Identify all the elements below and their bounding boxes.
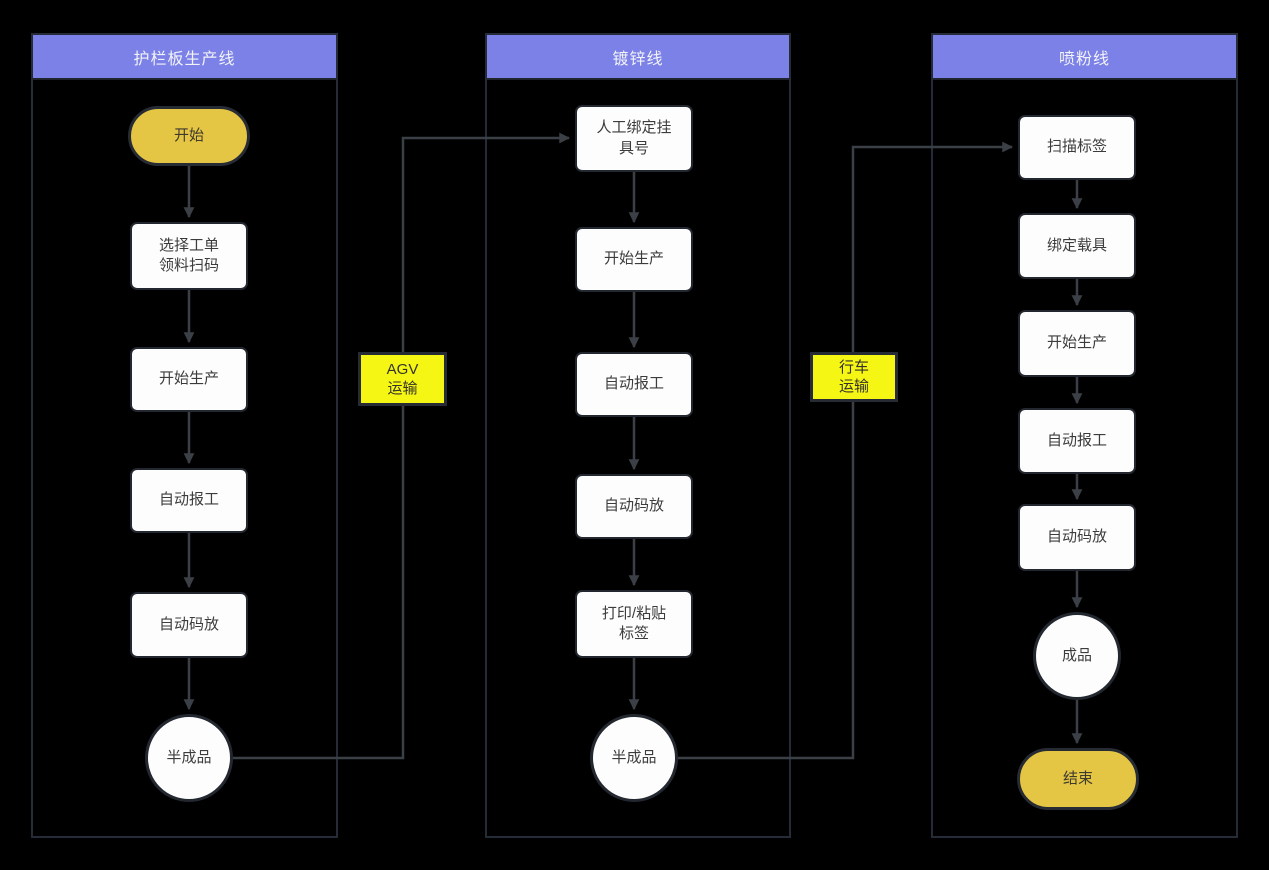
label-crane-transport[interactable]: 行车 运输 (810, 352, 898, 402)
node-start[interactable]: 开始 (128, 106, 250, 166)
node-select-workorder-scan[interactable]: 选择工单 领料扫码 (130, 222, 248, 290)
node-l2-bind-hanger[interactable]: 人工绑定挂 具号 (575, 105, 693, 172)
node-l1-auto-stack[interactable]: 自动码放 (130, 592, 248, 658)
node-l1-semifinished[interactable]: 半成品 (145, 714, 233, 802)
node-l3-auto-report[interactable]: 自动报工 (1018, 408, 1136, 474)
lane-header-powder-coating[interactable]: 喷粉线 (933, 35, 1236, 80)
node-end[interactable]: 结束 (1017, 748, 1139, 810)
lane-guardrail-production: 护栏板生产线 (31, 33, 338, 838)
label-agv-transport[interactable]: AGV 运输 (358, 352, 447, 406)
node-l3-auto-stack[interactable]: 自动码放 (1018, 504, 1136, 571)
node-l1-auto-report[interactable]: 自动报工 (130, 468, 248, 533)
lane-galvanizing: 镀锌线 (485, 33, 791, 838)
node-l2-auto-stack[interactable]: 自动码放 (575, 474, 693, 539)
node-l2-auto-report[interactable]: 自动报工 (575, 352, 693, 417)
lane-header-galvanizing[interactable]: 镀锌线 (487, 35, 789, 80)
node-l3-finished-product[interactable]: 成品 (1033, 612, 1121, 700)
node-l1-start-production[interactable]: 开始生产 (130, 347, 248, 412)
lane-header-guardrail-production[interactable]: 护栏板生产线 (33, 35, 336, 80)
node-l3-start-production[interactable]: 开始生产 (1018, 310, 1136, 377)
node-l2-semifinished[interactable]: 半成品 (590, 714, 678, 802)
node-l2-print-label[interactable]: 打印/粘贴 标签 (575, 590, 693, 658)
node-l3-scan-label[interactable]: 扫描标签 (1018, 115, 1136, 180)
node-l3-bind-carrier[interactable]: 绑定载具 (1018, 213, 1136, 279)
node-l2-start-production[interactable]: 开始生产 (575, 227, 693, 292)
